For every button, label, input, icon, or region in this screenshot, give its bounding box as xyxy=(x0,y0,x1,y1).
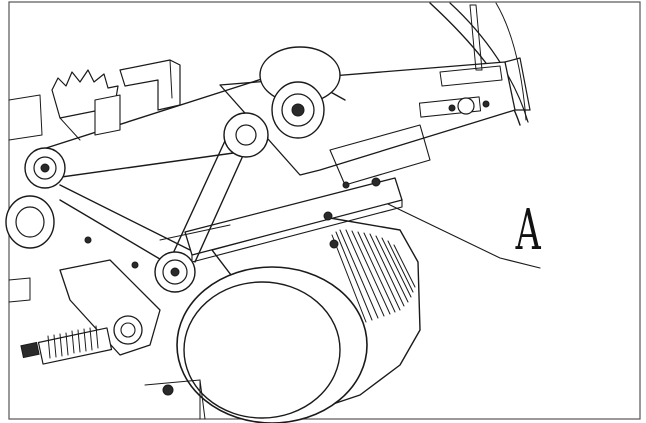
drive-belts xyxy=(39,69,346,266)
upper-pulley xyxy=(223,46,341,158)
motor xyxy=(176,217,421,423)
idler-pulley xyxy=(154,251,196,293)
belt-frame-arm xyxy=(219,4,531,186)
machine-base xyxy=(8,94,231,420)
left-pulleys xyxy=(5,147,66,249)
motor-mount-plate xyxy=(184,177,403,263)
saw-blade xyxy=(51,69,121,141)
tension-spring xyxy=(20,325,113,365)
linkage-arm xyxy=(59,259,161,356)
upper-bracket xyxy=(119,59,181,111)
motor-cooling-fins xyxy=(331,229,416,323)
callout-label-a: A xyxy=(515,198,541,263)
callout-leader xyxy=(387,203,541,269)
